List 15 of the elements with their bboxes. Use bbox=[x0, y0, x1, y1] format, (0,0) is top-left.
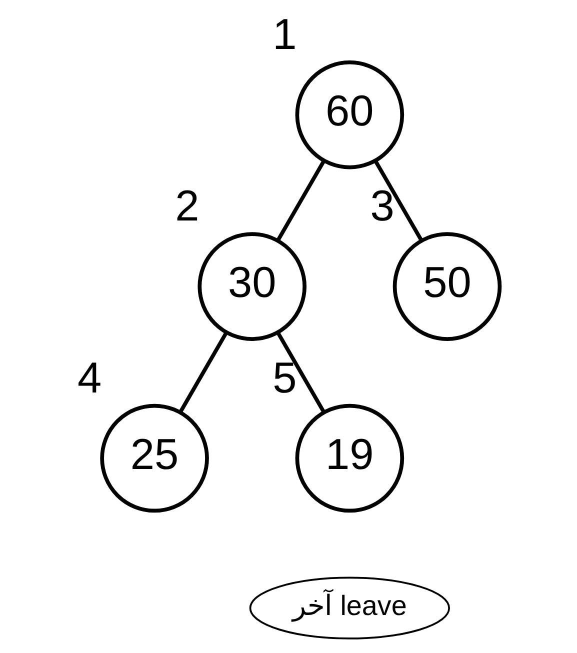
connector bbox=[276, 332, 326, 414]
node-label: 1 bbox=[272, 10, 297, 59]
node-circle: 25 bbox=[100, 404, 209, 513]
node-ellipse: آخر leave bbox=[249, 576, 450, 640]
node-circle: 19 bbox=[295, 404, 404, 513]
node-label: 2 bbox=[175, 182, 200, 231]
node-label: 3 bbox=[370, 182, 394, 231]
node-label: 5 bbox=[272, 354, 297, 402]
connector bbox=[374, 160, 424, 242]
node-circle: 30 bbox=[198, 232, 306, 341]
connector bbox=[178, 332, 228, 414]
node-circle: 60 bbox=[295, 60, 404, 170]
node-label: 4 bbox=[78, 354, 102, 402]
node-circle: 50 bbox=[392, 232, 502, 341]
connector bbox=[276, 160, 326, 242]
